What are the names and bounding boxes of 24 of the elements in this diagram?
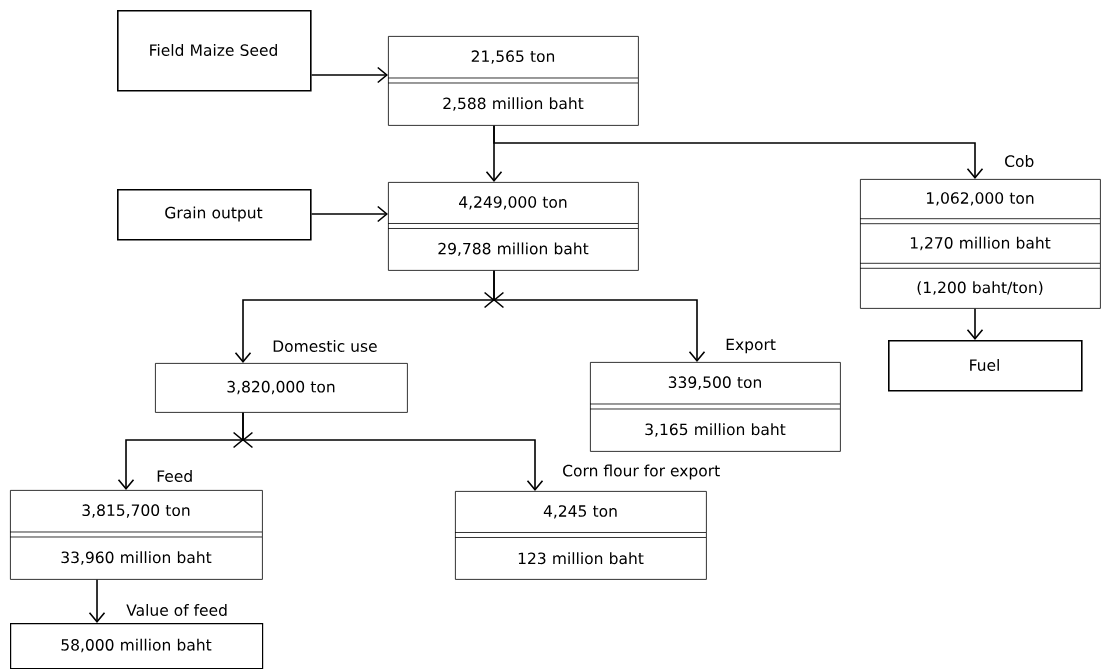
flow-box: 1,062,000 ton 1,270 million baht (1,200 baht/ton)	[859, 179, 1101, 309]
arrow	[493, 125, 984, 179]
arrow	[88, 579, 106, 623]
flow-box: 3,815,700 ton 33,960 million baht	[9, 490, 263, 580]
arrow	[310, 205, 388, 223]
box-caption: Value of feed	[126, 604, 227, 616]
arrow	[483, 270, 706, 362]
arrow	[310, 66, 388, 84]
flow-box: 4,249,000 ton 29,788 million baht	[387, 182, 639, 271]
flow-box: 58,000 million baht	[10, 623, 264, 669]
flow-box: Field Maize Seed	[117, 10, 312, 92]
flow-box: 4,245 ton 123 million baht	[454, 491, 707, 580]
box-caption: Domestic use	[273, 340, 377, 352]
flow-box: Grain output	[117, 189, 312, 241]
box-caption: Cob	[1005, 155, 1034, 167]
arrow	[232, 412, 544, 491]
flow-box: 339,500 ton 3,165 million baht	[589, 362, 841, 452]
arrow	[966, 308, 984, 340]
flow-box: Fuel	[888, 340, 1083, 392]
box-caption: Corn flour for export	[563, 464, 720, 480]
box-caption: Feed	[157, 470, 192, 482]
flow-box: 21,565 ton 2,588 million baht	[387, 36, 639, 126]
flow-box: 3,820,000 ton	[155, 363, 408, 413]
box-caption: Export	[726, 338, 776, 354]
